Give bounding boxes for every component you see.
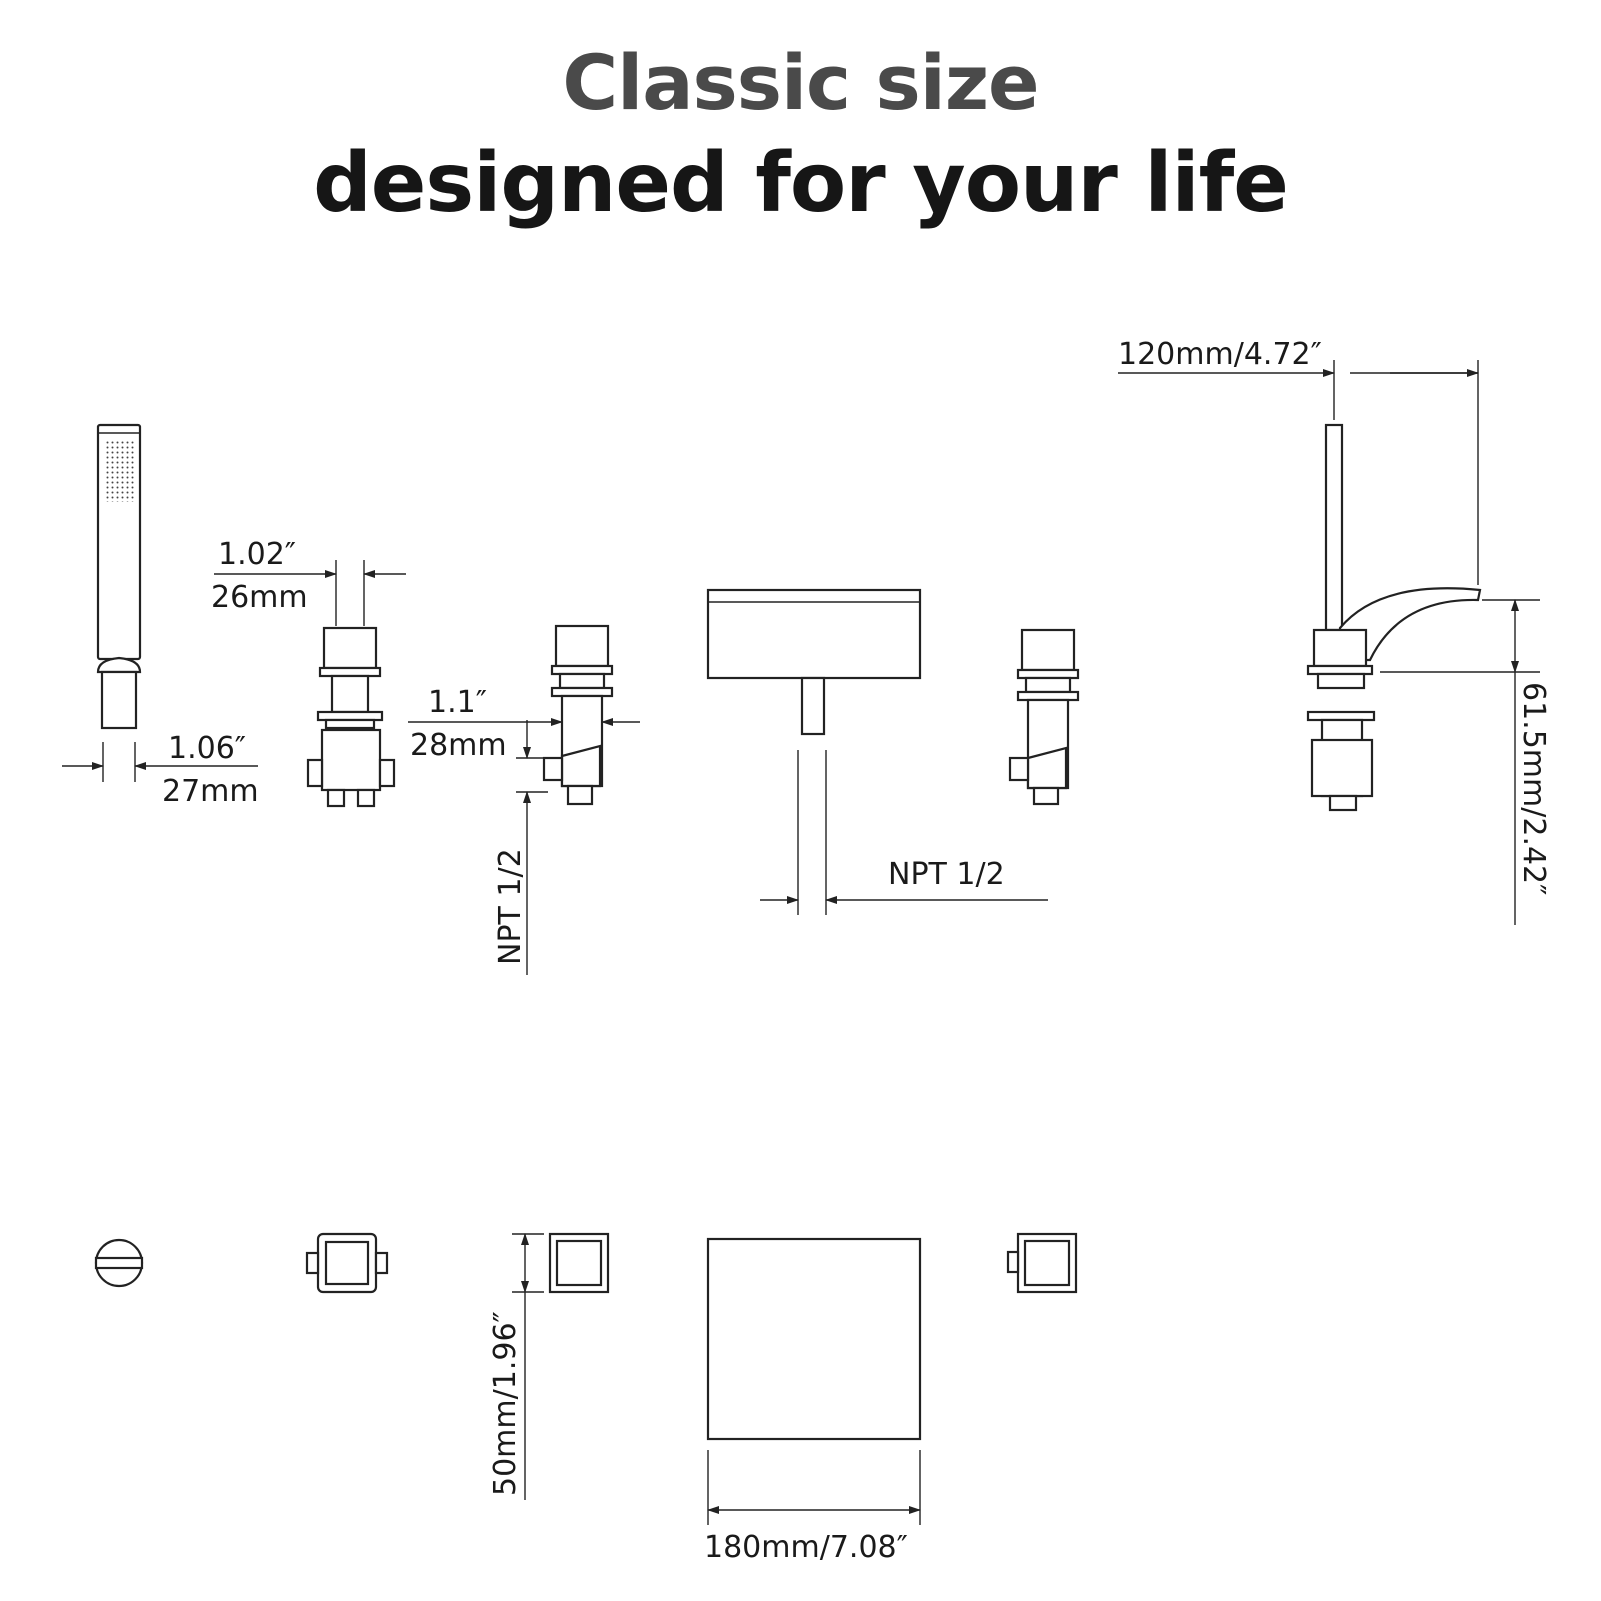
headline-classic-size: Classic size — [562, 38, 1039, 127]
left-valve-top — [548, 1232, 610, 1294]
tub-spout-side — [1306, 423, 1482, 812]
dimension-base-depth: 50mm/1.96″ — [488, 1233, 544, 1500]
valve-width-in: 1.1″ — [428, 685, 487, 720]
spout-reach-label: 120mm/4.72″ — [1118, 337, 1322, 372]
spout-top — [706, 1237, 922, 1441]
diverter-front — [306, 626, 396, 808]
dimension-spout-width: 180mm/7.08″ — [704, 1450, 921, 1565]
dimension-spout-reach: 120mm/4.72″ — [1118, 337, 1479, 585]
hand-shower-width-mm: 27mm — [162, 774, 259, 809]
dimension-hand-shower-width: 1.06″ 27mm — [62, 731, 259, 809]
headline-designed-for-your-life: designed for your life — [313, 136, 1289, 231]
dimension-spout-thread: NPT 1/2 — [760, 750, 1048, 915]
valve-thread-label: NPT 1/2 — [493, 848, 528, 965]
dimension-valve-thread: NPT 1/2 — [493, 720, 548, 975]
dimension-spout-height: 61.5mm/2.42″ — [1380, 599, 1551, 925]
spout-thread-label: NPT 1/2 — [888, 857, 1005, 892]
left-valve-front — [542, 624, 614, 806]
spout-width-label: 180mm/7.08″ — [704, 1530, 908, 1565]
right-valve-top — [1006, 1232, 1078, 1294]
right-valve-front — [1008, 628, 1080, 806]
base-depth-label: 50mm/1.96″ — [488, 1311, 523, 1496]
center-spout-front — [706, 588, 922, 736]
diverter-top — [305, 1232, 389, 1294]
hand-shower-width-in: 1.06″ — [168, 731, 246, 766]
spout-height-label: 61.5mm/2.42″ — [1516, 682, 1551, 895]
dimension-handle-width: 1.02″ 26mm — [211, 537, 406, 626]
handle-width-in: 1.02″ — [218, 537, 296, 572]
handle-width-mm: 26mm — [211, 580, 308, 615]
hand-shower-front — [96, 423, 142, 730]
hand-shower-top — [94, 1238, 144, 1288]
dimension-valve-width: 1.1″ 28mm — [408, 685, 640, 763]
valve-width-mm: 28mm — [410, 728, 507, 763]
